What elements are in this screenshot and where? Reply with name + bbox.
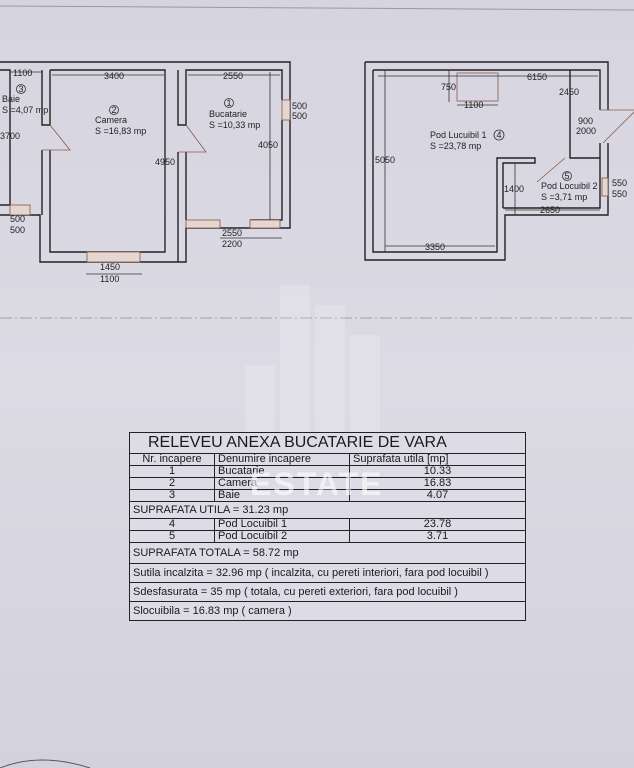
dim-baie-width: 1100 (13, 68, 32, 78)
cell-area: 23.78 (349, 518, 526, 531)
suprafata-utila: SUPRAFATA UTILA = 31.23 mp (129, 501, 526, 519)
dim-bucatarie-width: 2550 (223, 71, 243, 81)
room-2-area: S =16,83 mp (95, 126, 146, 136)
room-3-number: 3 (19, 84, 24, 94)
dim-pod2-width: 2650 (540, 205, 560, 215)
dim-skylight-w: 1100 (464, 100, 483, 110)
room-5-number: 5 (565, 171, 570, 181)
cell-area: 10.33 (349, 465, 526, 478)
cell-name: Baie (214, 489, 350, 502)
dim-camera-width: 3400 (104, 71, 124, 81)
dim-door-a: 900 (578, 116, 593, 126)
cell-nr: 2 (129, 477, 215, 490)
dim-window-a: 550 (612, 178, 627, 188)
dim-door-a: 2550 (222, 228, 242, 238)
dim-top-width: 6150 (527, 72, 547, 82)
cell-name: Pod Locuibil 2 (214, 530, 350, 543)
cell-area: 4.07 (349, 489, 526, 502)
dim-window-b: 550 (612, 189, 627, 199)
dim-baie-height: 3700 (0, 131, 20, 141)
room-4-name: Pod Lucuibil 1 (430, 130, 487, 140)
room-3-area: S =4,07 mp (2, 105, 48, 115)
cell-name: Camera (214, 477, 350, 490)
sdesfasurata: Sdesfasurata = 35 mp ( totala, cu pereti… (129, 582, 526, 602)
releveu-table: RELEVEU ANEXA BUCATARIE DE VARA Nr. inca… (129, 432, 526, 621)
cell-nr: 5 (129, 530, 215, 543)
cell-name: Bucatarie (214, 465, 350, 478)
dim-baie-window-b: 500 (10, 225, 25, 235)
header-denumire: Denumire incapere (214, 453, 350, 466)
room-5-name: Pod Locuibil 2 (541, 181, 598, 191)
dim-window-right-a: 500 (292, 101, 307, 111)
room-4-area: S =23,78 mp (430, 141, 481, 151)
dim-skylight-h: 750 (441, 82, 456, 92)
dim-pod2-height: 1400 (504, 184, 524, 194)
room-5-area: S =3,71 mp (541, 192, 587, 202)
page-edge (0, 5, 634, 11)
cell-area: 16.83 (349, 477, 526, 490)
room-3-name: Baie (2, 94, 20, 104)
watermark-logo (245, 285, 380, 435)
cell-nr: 3 (129, 489, 215, 502)
dim-door-b: 2200 (222, 239, 242, 249)
header-suprafata: Suprafata utila [mp] (349, 453, 526, 466)
dim-bottom-width: 3350 (425, 242, 445, 252)
page-corner (0, 759, 91, 768)
room-1-area: S =10,33 mp (209, 120, 260, 130)
slocuibila: Slocuibila = 16.83 mp ( camera ) (129, 601, 526, 621)
room-1-name: Bucatarie (209, 109, 247, 119)
cell-name: Pod Locuibil 1 (214, 518, 350, 531)
header-nr: Nr. incapere (129, 453, 215, 466)
right-floor-plan (364, 61, 634, 261)
dim-camera-window-a: 1450 (100, 262, 120, 272)
dim-window-right-b: 500 (292, 111, 307, 121)
room-2-name: Camera (95, 115, 127, 125)
room-4-number: 4 (497, 130, 502, 140)
left-floor-plan (0, 61, 291, 275)
room-1-number: 1 (227, 98, 232, 108)
dim-bucatarie-height: 4050 (258, 140, 278, 150)
dim-camera-height: 4950 (155, 157, 175, 167)
cell-area: 3.71 (349, 530, 526, 543)
suprafata-totala: SUPRAFATA TOTALA = 58.72 mp (129, 542, 526, 564)
dim-inner-h: 2450 (559, 87, 579, 97)
table-title: RELEVEU ANEXA BUCATARIE DE VARA (129, 432, 526, 454)
dim-camera-window-b: 1100 (100, 274, 119, 284)
cell-nr: 1 (129, 465, 215, 478)
dim-left-height: 5050 (375, 155, 395, 165)
dim-baie-window-a: 500 (10, 214, 25, 224)
dim-door-b: 2000 (576, 126, 596, 136)
cell-nr: 4 (129, 518, 215, 531)
sutila-incalzita: Sutila incalzita = 32.96 mp ( incalzita,… (129, 563, 526, 583)
room-2-number: 2 (112, 105, 117, 115)
